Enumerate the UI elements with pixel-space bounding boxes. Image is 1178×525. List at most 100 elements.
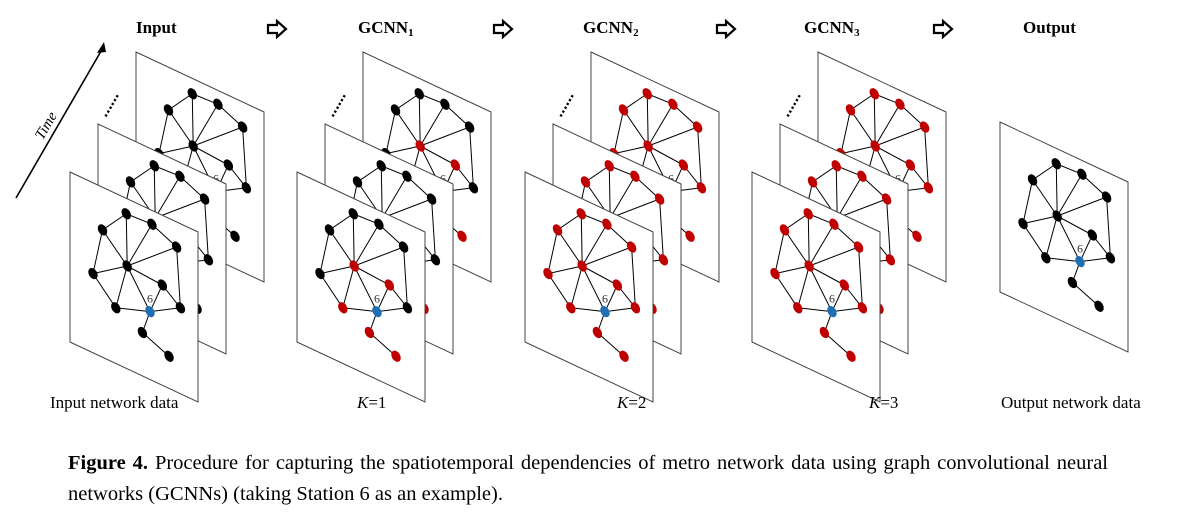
label-output-network-data: Output network data (1001, 393, 1141, 412)
graph-edge (168, 93, 193, 111)
station-6-label: 6 (213, 172, 219, 186)
graph-edge (319, 229, 330, 274)
graph-edge (609, 175, 636, 219)
graph-node (352, 176, 363, 188)
graph-edge (1032, 163, 1057, 181)
graph-node (658, 254, 669, 266)
graph-edge (547, 265, 583, 275)
graph-edge (784, 229, 810, 267)
graph-node (619, 350, 629, 362)
graph-node (199, 193, 210, 205)
graph-node (643, 140, 653, 152)
caption-figure-label: Figure 4. (68, 452, 149, 474)
station-6-label: 6 (1077, 242, 1083, 256)
graph-edge (924, 126, 929, 188)
graph-edge (126, 265, 151, 312)
graph-edge (808, 265, 845, 286)
station-6-label: 6 (147, 292, 153, 306)
graph-edge (557, 229, 583, 267)
graph-node (580, 176, 591, 188)
graph-node (364, 326, 375, 339)
graph-edge (102, 213, 127, 231)
graph-node (111, 302, 121, 314)
graph-edge (547, 273, 572, 309)
graph-edge (1056, 215, 1081, 262)
graph-node (1027, 174, 1038, 186)
graph-edge (1022, 223, 1047, 259)
right-block-arrow-icon (492, 19, 514, 39)
ellipsis-more-frames: ...... (777, 88, 805, 120)
graph-node (552, 224, 563, 236)
graph-node (1087, 229, 1098, 241)
graph-node (338, 302, 348, 314)
graph-edge (376, 284, 390, 312)
graph-node (919, 121, 930, 133)
graph-edge (557, 213, 582, 231)
header-input: Input (136, 18, 177, 37)
graph-edge (357, 165, 382, 183)
graph-node (853, 241, 864, 253)
graph-node (923, 182, 934, 194)
graph-edge (582, 246, 632, 267)
graph-node (1067, 276, 1078, 289)
graph-node (137, 326, 148, 339)
graph-edge (191, 93, 194, 147)
graph-edge (319, 265, 355, 275)
graph-edge (395, 109, 421, 147)
graph-node (678, 159, 689, 171)
graph-node (1051, 158, 1061, 170)
graph-edge (127, 246, 177, 267)
graph-node (770, 267, 780, 280)
graph-edge (149, 307, 181, 313)
graph-edge (808, 223, 835, 267)
graph-node (577, 260, 587, 272)
station-6-node (1075, 255, 1085, 268)
station-6-label: 6 (602, 292, 608, 306)
gcnn1-stack-plane-front: 6 (296, 171, 426, 403)
graph-node (175, 170, 185, 182)
graph-node (793, 302, 803, 314)
graph-edge (126, 223, 153, 267)
graph-edge (1057, 196, 1107, 217)
graph-node (402, 302, 413, 314)
station-6-node (827, 305, 837, 318)
graph-edge (623, 109, 649, 147)
graph-node (391, 350, 401, 362)
graph-edge (812, 165, 837, 183)
graph-node (895, 98, 905, 110)
graph-node (1094, 300, 1104, 312)
graph-node (696, 182, 707, 194)
graph-edge (1079, 257, 1111, 263)
graph-node (1077, 168, 1087, 180)
diagram-figure: Input GCNN1 GCNN2 GCNN3 Output Time 666.… (15, 18, 1141, 412)
graph-edge (420, 126, 470, 147)
graph-edge (242, 126, 247, 188)
input-stack-plane-front: 6 (69, 171, 199, 403)
graph-edge (319, 273, 344, 309)
graph-node (415, 140, 425, 152)
graph-edge (647, 103, 674, 147)
graph-edge (418, 93, 421, 147)
graph-edge (1022, 215, 1058, 225)
graph-node (203, 254, 214, 266)
graph-node (839, 279, 850, 291)
graph-edge (115, 307, 151, 313)
graph-node (1018, 217, 1028, 230)
graph-edge (342, 265, 355, 308)
graph-node (468, 182, 479, 194)
graph-node (457, 230, 467, 242)
graph-node (1041, 252, 1051, 264)
graph-node (223, 159, 234, 171)
graph-node (187, 88, 197, 100)
graph-edge (354, 246, 404, 267)
graph-node (846, 350, 856, 362)
graph-edge (585, 165, 610, 183)
network-planes: Time 666......666......666......666.....… (15, 42, 1129, 403)
caption-text: Procedure for capturing the spatiotempor… (68, 452, 1109, 505)
graph-node (654, 193, 665, 205)
graph-edge (329, 213, 354, 231)
graph-node (642, 88, 652, 100)
station-6-node (372, 305, 382, 318)
graph-node (612, 279, 623, 291)
graph-node (426, 193, 437, 205)
